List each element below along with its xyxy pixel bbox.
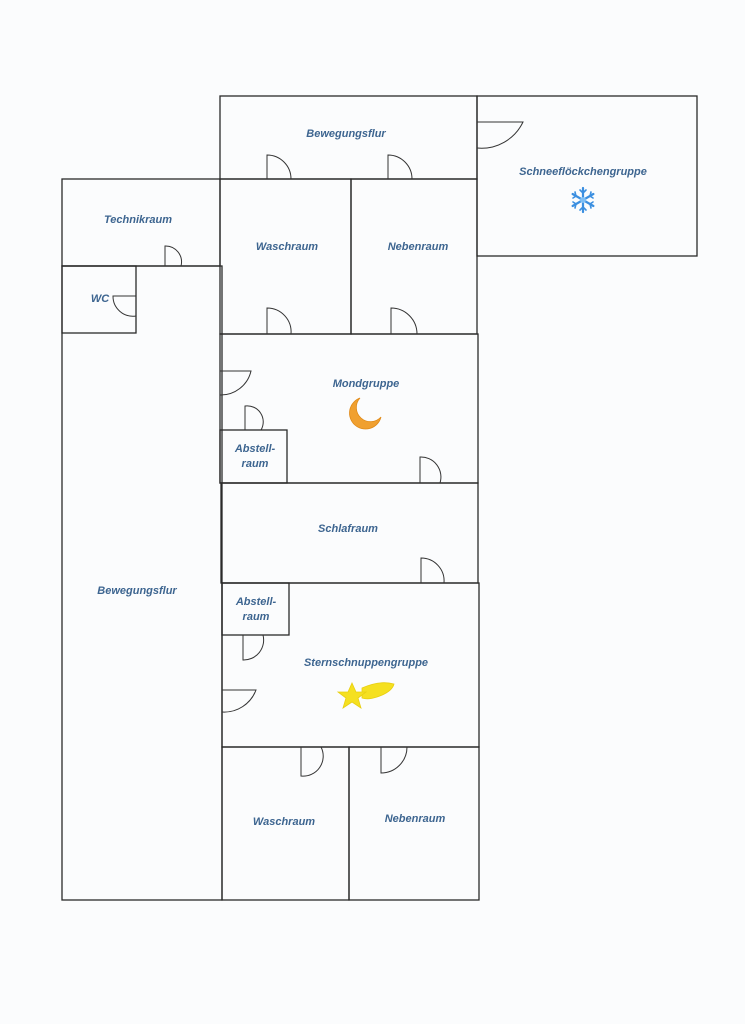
door-icon bbox=[419, 456, 442, 484]
door-icon bbox=[390, 307, 418, 335]
door-icon bbox=[266, 154, 292, 180]
label-waschraum-top: Waschraum bbox=[256, 241, 318, 253]
door-icon bbox=[164, 245, 182, 267]
label-bewegungsflur-top: Bewegungsflur bbox=[306, 128, 386, 140]
shooting-star-icon bbox=[336, 682, 395, 709]
label-nebenraum-top: Nebenraum bbox=[388, 241, 449, 253]
label-mondgruppe: Mondgruppe bbox=[333, 378, 400, 390]
label-waschraum-bottom: Waschraum bbox=[253, 816, 315, 828]
door-icon bbox=[380, 746, 408, 774]
door-icon bbox=[387, 154, 413, 180]
door-icon bbox=[112, 295, 137, 317]
door-icon bbox=[476, 121, 524, 149]
label-nebenraum-bottom: Nebenraum bbox=[385, 813, 446, 825]
label-bewegungsflur-left: Bewegungsflur bbox=[97, 585, 177, 597]
room-wc bbox=[61, 265, 137, 334]
label-schneeflockchengruppe: Schneeflöckchengruppe bbox=[519, 166, 647, 178]
door-icon bbox=[420, 557, 445, 584]
label-technikraum: Technikraum bbox=[104, 214, 172, 226]
label-wc: WC bbox=[91, 293, 110, 305]
snowflake-icon bbox=[571, 186, 595, 214]
door-icon bbox=[244, 405, 264, 431]
room-nebenraum-top bbox=[350, 178, 478, 335]
room-bewegungsflur-left bbox=[61, 265, 223, 901]
door-icon bbox=[300, 746, 324, 777]
room-schneeflockchengruppe bbox=[476, 95, 698, 257]
label-abstellraum-1-line1: Abstell- bbox=[234, 443, 276, 455]
room-abstellraum-1 bbox=[219, 429, 288, 484]
room-waschraum-top bbox=[219, 178, 352, 335]
door-icon bbox=[219, 370, 252, 396]
label-sternschnuppengruppe: Sternschnuppengruppe bbox=[304, 657, 428, 669]
door-icon bbox=[242, 634, 265, 661]
label-abstellraum-2-line1: Abstell- bbox=[235, 596, 277, 608]
label-schlafraum: Schlafraum bbox=[318, 523, 378, 535]
crescent-moon-icon bbox=[349, 397, 382, 430]
door-icon bbox=[221, 689, 257, 713]
room-abstellraum-2 bbox=[221, 582, 290, 636]
label-abstellraum-2-line2: raum bbox=[243, 611, 270, 623]
label-abstellraum-1-line2: raum bbox=[242, 458, 269, 470]
room-nebenraum-bottom bbox=[348, 746, 480, 901]
door-icon bbox=[266, 307, 292, 335]
